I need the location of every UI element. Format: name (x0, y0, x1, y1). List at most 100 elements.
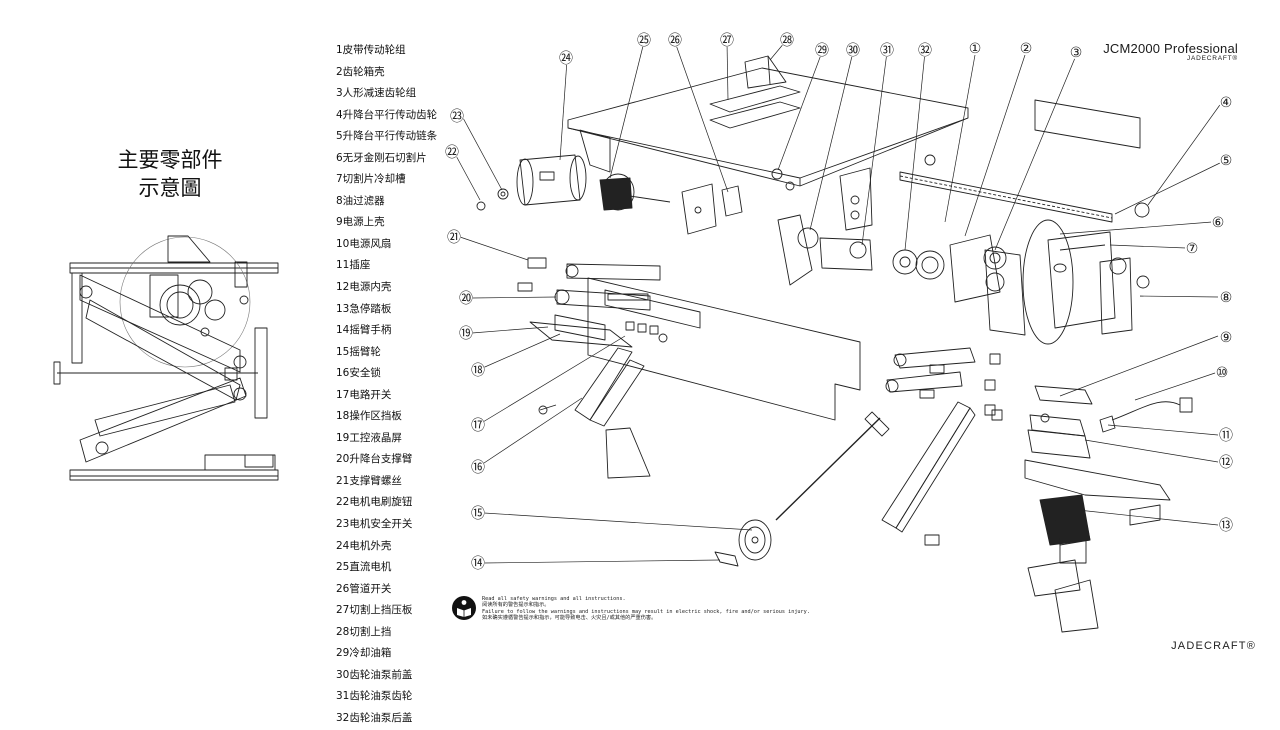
callout-13: ⑬ (1219, 518, 1233, 534)
parts-list-item: 13急停踏板 (336, 302, 392, 315)
right-support-arms (881, 347, 1003, 546)
callout-bg-11 (1219, 428, 1233, 442)
callout-9: ⑨ (1220, 330, 1233, 346)
callout-4: ④ (1220, 95, 1233, 111)
callout-6: ⑥ (1212, 215, 1225, 231)
callout-bg-19 (459, 326, 473, 340)
handwheel (714, 519, 772, 567)
callout-bg-21 (447, 230, 461, 244)
callout-27: ㉗ (720, 33, 734, 49)
callout-32: ㉜ (918, 43, 932, 59)
parts-list-item: 10电源风扇 (336, 237, 392, 250)
warning-line-3: Failure to follow the warnings and instr… (482, 608, 810, 615)
callout-bg-23 (450, 109, 464, 123)
callout-bg-9 (1219, 330, 1233, 344)
callout-10: ⑩ (1216, 365, 1229, 381)
callout-25: ㉕ (637, 33, 651, 49)
parts-list-item: 1皮带传动轮组 (336, 44, 406, 56)
parts-list-item: 11插座 (336, 259, 371, 272)
callout-bg-13 (1219, 518, 1233, 532)
callout-17: ⑰ (471, 418, 485, 434)
title-line-1: 主要零部件 (117, 148, 223, 172)
callout-26: ㉖ (668, 33, 682, 49)
parts-list-item: 14摇臂手柄 (336, 324, 392, 337)
callout-8: ⑧ (1220, 290, 1233, 306)
parts-list-item: 7切割片冷却槽 (336, 173, 406, 186)
callout-bg-7 (1185, 241, 1199, 255)
parts-list-item: 27切割上挡压板 (336, 604, 413, 617)
parts-list-item: 28切割上挡 (336, 625, 392, 638)
callout-bg-22 (445, 145, 459, 159)
callout-3: ③ (1070, 45, 1083, 61)
callout-bg-12 (1219, 455, 1233, 469)
callout-19: ⑲ (459, 326, 473, 342)
company-name: JADECRAFT® (1186, 55, 1238, 62)
callout-bg-6 (1211, 215, 1225, 229)
callout-bg-25 (637, 33, 651, 47)
callout-2: ② (1020, 41, 1033, 57)
support-arms (517, 257, 661, 479)
diagram-title: 主要零部件 示意圖 (100, 146, 240, 202)
power-supply (1027, 385, 1193, 459)
callout-1: ① (969, 41, 982, 57)
callout-bg-30 (846, 43, 860, 57)
parts-list-item: 2齿轮箱壳 (336, 65, 385, 78)
callout-bg-20 (459, 291, 473, 305)
parts-list-item: 22电机电刷旋钮 (336, 496, 413, 509)
brand-header: JCM2000 Professional JADECRAFT® (1103, 41, 1238, 62)
callout-31: ㉛ (880, 43, 894, 59)
callout-bg-15 (471, 506, 485, 520)
model-name: JCM2000 Professional (1103, 41, 1238, 56)
callout-5: ⑤ (1220, 153, 1233, 169)
callout-29: ㉙ (815, 43, 829, 59)
pipe-switch-plate (681, 183, 717, 235)
callout-18: ⑱ (471, 363, 485, 379)
callout-15: ⑮ (471, 506, 485, 522)
read-manual-icon (452, 596, 476, 620)
callout-bg-17 (471, 418, 485, 432)
warning-line-1: Read all safety warnings and all instruc… (482, 596, 626, 602)
callout-12: ⑫ (1219, 455, 1233, 471)
callout-bg-26 (668, 33, 682, 47)
parts-list-item: 15摇臂轮 (336, 345, 381, 358)
callout-bg-28 (780, 33, 794, 47)
callout-leaders (453, 41, 1223, 564)
parts-list-item: 21支撑臂螺丝 (336, 474, 402, 487)
parts-list-item: 23电机安全开关 (336, 518, 413, 531)
callout-20: ⑳ (459, 291, 473, 307)
parts-list-item: 5升降台平行传动链条 (336, 130, 438, 143)
callout-bg-24 (559, 51, 573, 65)
callout-bg-14 (471, 556, 485, 570)
parts-list-item: 32齿轮油泵后盖 (336, 711, 413, 724)
callout-bg-1 (968, 41, 982, 55)
parts-list-item: 25直流电机 (336, 561, 392, 574)
parts-list-item: 16安全锁 (336, 367, 381, 380)
motor-assembly (476, 154, 671, 211)
callout-bg-18 (471, 363, 485, 377)
parts-list-item: 12电源内壳 (336, 281, 392, 294)
callout-bg-4 (1219, 95, 1233, 109)
callout-11: ⑪ (1219, 428, 1233, 444)
gear-pump (777, 154, 945, 286)
parts-list-item: 29冷却油箱 (336, 647, 392, 660)
callout-bg-31 (880, 43, 894, 57)
gearbox-blade (949, 219, 1150, 345)
emergency-pedal (1024, 459, 1171, 633)
warning-line-2: 阅读所有的警告提示和指示。 (482, 602, 550, 609)
worktable (567, 55, 969, 231)
title-line-2: 示意圖 (138, 176, 202, 200)
parts-list-item: 20升降台支撑臂 (336, 453, 413, 466)
callout-22: ㉒ (445, 145, 459, 161)
callout-bg-8 (1219, 290, 1233, 304)
callout-bg-29 (815, 43, 829, 57)
parts-list-item: 19工控液晶屏 (336, 431, 402, 444)
parts-list-item: 17电路开关 (336, 388, 392, 401)
callout-14: ⑭ (471, 556, 485, 572)
callout-bg-5 (1219, 153, 1233, 167)
callout-23: ㉓ (450, 109, 464, 125)
parts-list-item: 9电源上壳 (336, 216, 385, 229)
callout-24: ㉔ (559, 51, 573, 67)
